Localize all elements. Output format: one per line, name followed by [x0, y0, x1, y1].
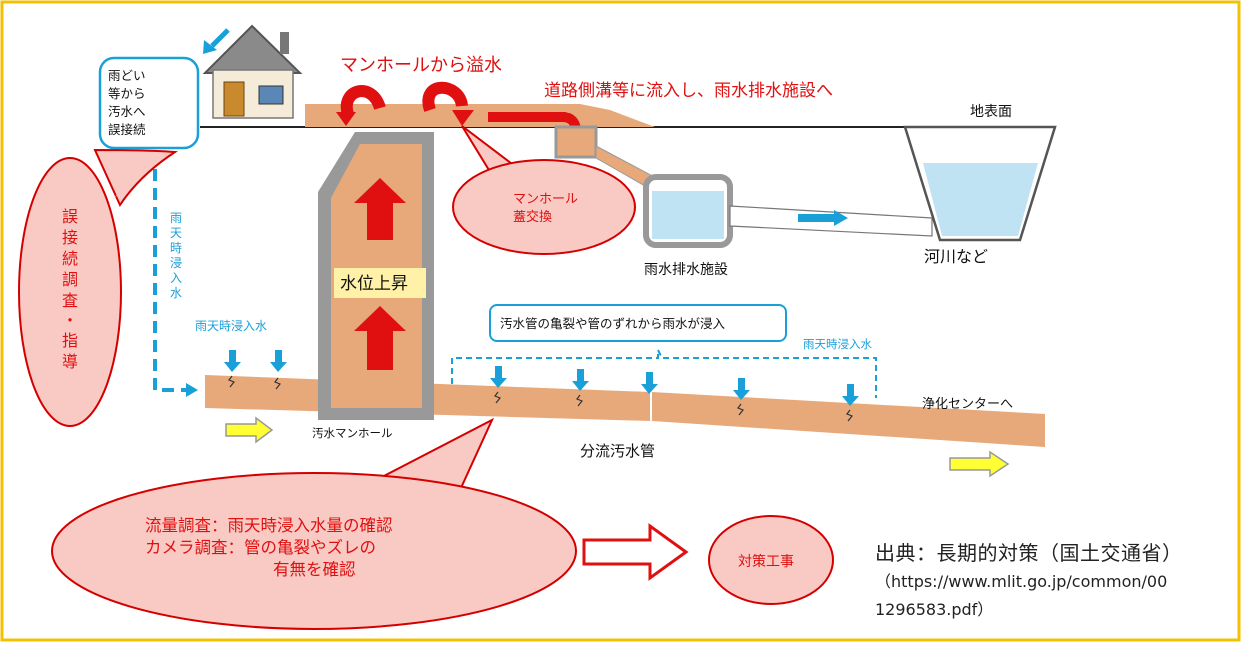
- misconnection-label-char: 査: [62, 291, 78, 310]
- infiltration-arrow-icon: [224, 350, 241, 372]
- misconnection-label-char: 指: [62, 331, 78, 350]
- rain-infiltration-char: 雨: [170, 211, 182, 225]
- downspout-route: [153, 150, 186, 392]
- misconnection-callout-tail: [93, 148, 178, 208]
- river-water: [923, 163, 1038, 236]
- crack-bracket: [451, 349, 877, 398]
- downspout-label-line: 汚水へ: [108, 104, 146, 119]
- crack-marks: [228, 375, 853, 422]
- rain-infiltration-char: 水: [170, 286, 182, 300]
- river-label: 河川など: [924, 247, 988, 266]
- overflow-label: マンホールから溢水: [340, 55, 502, 76]
- downspout-label: 雨どい 等から 汚水へ 誤接続: [108, 68, 146, 137]
- blue-flow-arrow-icon: [798, 210, 848, 226]
- rain-arrow-icon: [203, 28, 230, 54]
- yellow-flow-arrow-icon: [949, 450, 1010, 478]
- treatment-center-label: 浄化センターへ: [922, 397, 1013, 412]
- downspout-label-line: 雨どい: [108, 68, 146, 83]
- survey-callout: [51, 472, 577, 630]
- downspout-label-line: 等から: [108, 86, 146, 101]
- rain-infiltration-char: 浸: [170, 256, 182, 270]
- stormwater-facility-label: 雨水排水施設: [644, 262, 728, 278]
- infiltration-arrow-icon: [572, 369, 589, 391]
- infiltration-arrow-icon: [270, 350, 287, 372]
- hollow-arrow-icon: [582, 523, 689, 581]
- misconnection-label-char: 調: [62, 270, 78, 289]
- camera-survey-label: カメラ調査：管の亀裂やズレの: [145, 538, 376, 557]
- cover-label-line: マンホール: [513, 192, 578, 207]
- separate-sewer-label: 分流汚水管: [580, 442, 655, 460]
- sewage-manhole-label: 汚水マンホール: [312, 426, 393, 440]
- countermeasure-callout: [708, 515, 834, 605]
- overflow-arrow-icon: [336, 81, 474, 126]
- infiltration-arrow-icon: [733, 378, 750, 400]
- source-line-1: 出典：長期的対策（国土交通省）: [875, 541, 1183, 565]
- misconnection-label-char: 続: [62, 249, 78, 268]
- yellow-flow-arrow-icon: [225, 416, 274, 444]
- rain-infiltration-right-label: 雨天時浸入水: [803, 337, 872, 351]
- infiltration-arrow-icon: [842, 384, 859, 406]
- cover-label-line: 蓋交換: [513, 209, 552, 225]
- water-level-badge: [334, 268, 426, 298]
- camera-survey-label-2: 有無を確認: [273, 560, 356, 579]
- crack-callout: [489, 304, 787, 342]
- road-flow-label: 道路側溝等に流入し、雨水排水施設へ: [544, 81, 833, 101]
- source-line-3: 1296583.pdf）: [875, 600, 994, 619]
- downspout-route-head: [186, 383, 198, 397]
- cover-callout: [452, 159, 636, 255]
- source-citation: 出典：長期的対策（国土交通省） （https://www.mlit.go.jp/…: [875, 538, 1237, 624]
- misconnection-label-char: 導: [62, 352, 78, 371]
- infiltration-arrow-icon: [641, 372, 658, 394]
- infiltration-arrow-icon: [490, 366, 507, 388]
- rain-infiltration-char: 入: [170, 271, 182, 285]
- misconnection-label-char: ・: [62, 311, 78, 330]
- flow-survey-label: 流量調査：雨天時浸入水量の確認: [145, 516, 393, 535]
- misconnection-label-char: 接: [62, 228, 78, 247]
- crack-label: 汚水管の亀裂や管のずれから雨水が浸入: [500, 316, 726, 331]
- rain-infiltration-char: 天: [170, 226, 182, 240]
- infiltration-arrows: [224, 350, 859, 406]
- countermeasure-label: 対策工事: [738, 553, 794, 570]
- rain-infiltration-vertical-label: 雨 天 時 浸 入 水: [170, 211, 182, 300]
- downspout-label-line: 誤接続: [108, 122, 146, 137]
- side-drain: [554, 125, 598, 159]
- rain-infiltration-char: 時: [170, 241, 182, 255]
- up-arrow-icon: [354, 306, 406, 370]
- downspout-callout: [98, 56, 200, 150]
- misconnection-label-char: 誤: [62, 207, 78, 226]
- stormwater-water: [652, 191, 724, 239]
- source-line-2: （https://www.mlit.go.jp/common/00: [875, 572, 1168, 591]
- up-arrow-icon: [354, 178, 406, 240]
- water-level-label: 水位上昇: [340, 274, 408, 294]
- house-icon: [202, 24, 303, 119]
- misconnection-label: 誤 接 続 調 査 ・ 指 導: [62, 207, 78, 371]
- rain-infiltration-left-label: 雨天時浸入水: [195, 319, 267, 333]
- ground-surface-label: 地表面: [970, 104, 1012, 120]
- misconnection-callout: [18, 157, 122, 427]
